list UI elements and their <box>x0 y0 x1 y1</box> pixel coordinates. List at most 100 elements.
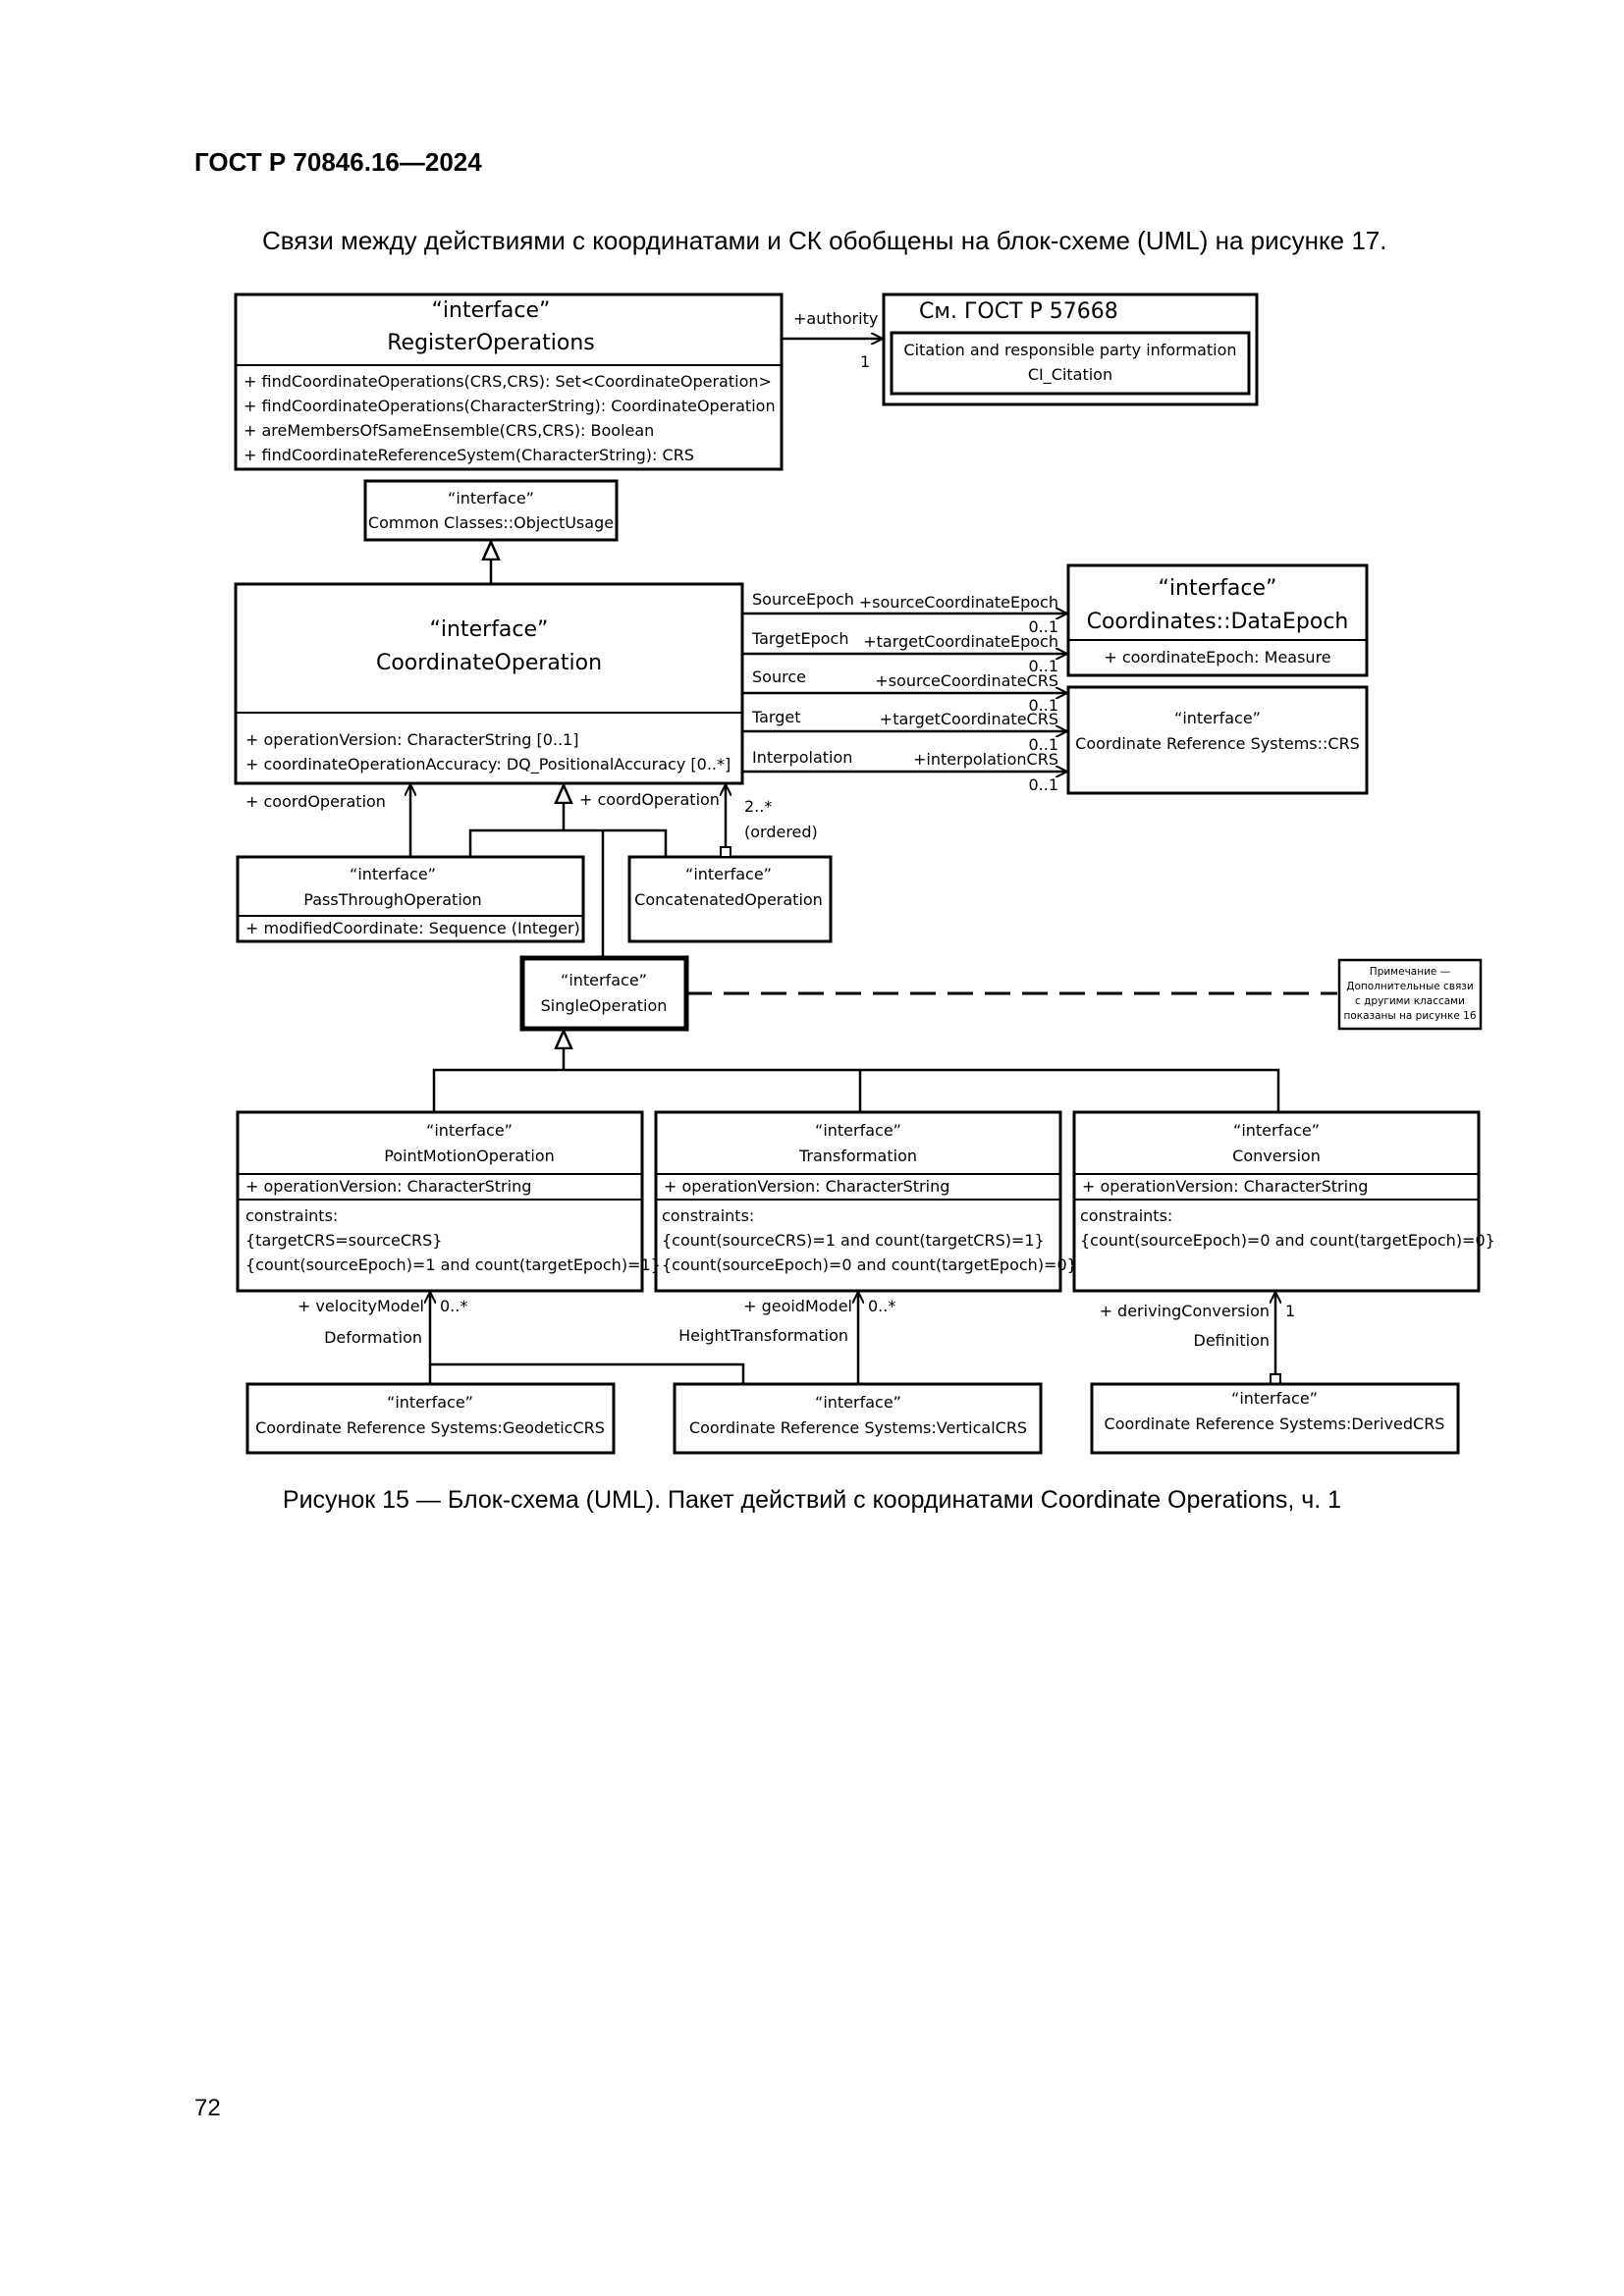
aggregation-end <box>720 846 731 858</box>
coordinate-operation-stereotype: “interface” <box>430 617 549 642</box>
crs-stereotype: “interface” <box>1174 709 1261 727</box>
geoid-model-multiplicity: 0..* <box>868 1297 895 1315</box>
conversion-class-name: Conversion <box>1232 1147 1321 1165</box>
note-line: Дополнительные связи <box>1346 981 1473 992</box>
conversion-box <box>1072 1110 1481 1293</box>
register-operation: + findCoordinateOperations(CharacterStri… <box>244 397 776 415</box>
document-header: ГОСТ Р 70846.16—2024 <box>194 147 482 177</box>
transformation-attribute: + operationVersion: CharacterString <box>664 1177 949 1196</box>
single-operation-class-name: SingleOperation <box>541 996 668 1015</box>
point-motion-constraint: constraints: <box>245 1206 338 1225</box>
association-label: Source <box>752 667 806 686</box>
association-multiplicity: 0..1 <box>1028 735 1058 754</box>
coordinate-operation-box <box>234 582 744 785</box>
geoid-model-role: + geoidModel <box>743 1297 852 1315</box>
conversion-constraint: {count(sourceEpoch)=0 and count(targetEp… <box>1080 1231 1495 1250</box>
coord-operation-role-right: + coordOperation <box>579 790 720 809</box>
citation-class-name: CI_Citation <box>1028 365 1112 385</box>
pass-through-attribute: + modifiedCoordinate: Sequence (Integer) <box>245 919 580 937</box>
generalization-to-coordinate-operation <box>468 785 668 958</box>
association-role: +sourceCoordinateCRS <box>875 671 1058 690</box>
single-operation-stereotype: “interface” <box>561 971 647 989</box>
concatenated-class-name: ConcatenatedOperation <box>634 890 823 909</box>
note-box <box>1337 958 1483 1031</box>
point-motion-constraint: {targetCRS=sourceCRS} <box>245 1231 442 1250</box>
register-operation: + findCoordinateReferenceSystem(Characte… <box>244 446 694 464</box>
generalization-to-single-operation <box>432 1031 1280 1112</box>
velocity-model-multiplicity: 0..* <box>440 1297 467 1315</box>
association-multiplicity: 0..1 <box>1028 657 1058 675</box>
point-motion-attribute: + operationVersion: CharacterString <box>245 1177 531 1196</box>
crs-class-name: Coordinate Reference Systems::CRS <box>1075 734 1360 753</box>
data-epoch-attribute: + coordinateEpoch: Measure <box>1104 648 1330 667</box>
vertical-crs-box <box>673 1382 1043 1455</box>
register-operations-box <box>234 293 784 471</box>
definition-label: Definition <box>1194 1331 1270 1350</box>
concatenated-multiplicity: 2..* <box>744 797 772 816</box>
vertical-crs-class-name: Coordinate Reference Systems:VerticalCRS <box>689 1418 1027 1437</box>
register-operation: + areMembersOfSameEnsemble(CRS,CRS): Boo… <box>244 421 654 440</box>
register-stereotype: “interface” <box>432 298 551 323</box>
coordinate-operation-class-name: CoordinateOperation <box>376 651 602 675</box>
association-role: +targetCoordinateCRS <box>880 710 1058 728</box>
geodetic-crs-stereotype: “interface” <box>387 1393 473 1412</box>
authority-role: +authority <box>793 309 878 328</box>
register-class-name: RegisterOperations <box>387 331 595 355</box>
deriving-conversion-multiplicity: 1 <box>1285 1302 1295 1320</box>
velocity-model-association <box>430 1293 745 1384</box>
note-line: Примечание — <box>1370 966 1450 978</box>
object-usage-box <box>363 479 619 542</box>
transformation-constraint: constraints: <box>662 1206 754 1225</box>
intro-paragraph: Связи между действиями с координатами и … <box>262 226 1387 255</box>
pass-through-stereotype: “interface” <box>350 865 436 883</box>
height-transformation-label: HeightTransformation <box>678 1326 848 1345</box>
data-epoch-stereotype: “interface” <box>1159 576 1277 601</box>
register-operation: + findCoordinateOperations(CRS,CRS): Set… <box>244 372 772 391</box>
citation-line-1: Citation and responsible party informati… <box>903 341 1236 359</box>
object-usage-stereotype: “interface” <box>448 489 534 507</box>
geodetic-crs-class-name: Coordinate Reference Systems:GeodeticCRS <box>255 1418 605 1437</box>
deformation-label: Deformation <box>324 1328 422 1347</box>
transformation-class-name: Transformation <box>798 1147 917 1165</box>
point-motion-stereotype: “interface” <box>426 1121 513 1140</box>
coordinate-operation-attribute: + coordinateOperationAccuracy: DQ_Positi… <box>245 755 731 774</box>
association-label: SourceEpoch <box>752 590 854 609</box>
conversion-constraint: constraints: <box>1080 1206 1172 1225</box>
data-epoch-class-name: Coordinates::DataEpoch <box>1087 610 1349 634</box>
geodetic-crs-box <box>245 1382 616 1455</box>
transformation-stereotype: “interface” <box>815 1121 901 1140</box>
vertical-crs-stereotype: “interface” <box>815 1393 901 1412</box>
association-multiplicity: 0..1 <box>1028 775 1058 794</box>
pass-through-class-name: PassThroughOperation <box>303 890 481 909</box>
note-line: с другими классами <box>1355 995 1465 1007</box>
authority-multiplicity: 1 <box>860 352 870 371</box>
concatenated-stereotype: “interface” <box>685 865 772 883</box>
transformation-constraint: {count(sourceEpoch)=0 and count(targetEp… <box>662 1255 1077 1274</box>
coord-operation-role-left: + coordOperation <box>245 792 386 811</box>
object-usage-class-name: Common Classes::ObjectUsage <box>368 513 614 532</box>
point-motion-operation-box <box>236 1110 644 1293</box>
citation-box <box>882 293 1259 406</box>
conversion-attribute: + operationVersion: CharacterString <box>1082 1177 1368 1196</box>
association-label: Target <box>751 708 801 726</box>
association-label: Interpolation <box>752 748 852 767</box>
association-role: +targetCoordinateEpoch <box>863 632 1058 651</box>
citation-reference: См. ГОСТ Р 57668 <box>919 299 1118 324</box>
conversion-stereotype: “interface” <box>1233 1121 1320 1140</box>
derived-crs-class-name: Coordinate Reference Systems:DerivedCRS <box>1105 1415 1445 1433</box>
point-motion-class-name: PointMotionOperation <box>384 1147 555 1165</box>
association-multiplicity: 0..1 <box>1028 696 1058 715</box>
association-label: TargetEpoch <box>751 629 849 648</box>
derived-crs-stereotype: “interface” <box>1231 1389 1318 1408</box>
page-number: 72 <box>194 2095 221 2121</box>
transformation-box <box>654 1110 1062 1293</box>
data-epoch-box <box>1066 563 1369 677</box>
concatenated-ordered: (ordered) <box>744 823 818 841</box>
single-operation-box <box>519 955 689 1032</box>
figure-caption: Рисунок 15 — Блок-схема (UML). Пакет дей… <box>282 1486 1342 1514</box>
note-line: показаны на рисунке 16 <box>1343 1010 1476 1022</box>
association-multiplicity: 0..1 <box>1028 617 1058 636</box>
coordinate-operation-attribute: + operationVersion: CharacterString [0..… <box>245 730 578 749</box>
crs-box <box>1066 685 1369 795</box>
